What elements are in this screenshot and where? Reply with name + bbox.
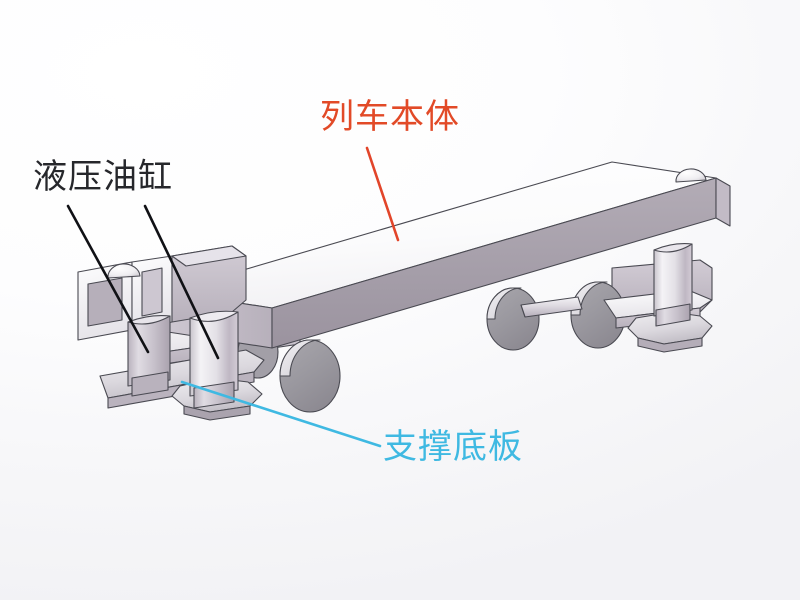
hydraulic-cylinder — [653, 243, 693, 327]
leader-line-train-body — [365, 146, 400, 242]
leader-line-hydraulic-cylinder-b — [143, 204, 220, 360]
leader-line-hydraulic-cylinder-a — [66, 204, 150, 354]
axle-shaft — [520, 296, 583, 318]
dome-knob — [675, 168, 707, 183]
hydraulic-cylinder — [189, 310, 239, 409]
label-train-body: 列车本体 — [320, 98, 460, 136]
label-support-plate: 支撑底板 — [383, 428, 523, 466]
leader-line-support-plate — [180, 380, 382, 448]
dome-knob — [107, 263, 141, 279]
support-base-plate — [627, 311, 713, 353]
label-hydraulic-cylinder: 液压油缸 — [33, 158, 173, 196]
